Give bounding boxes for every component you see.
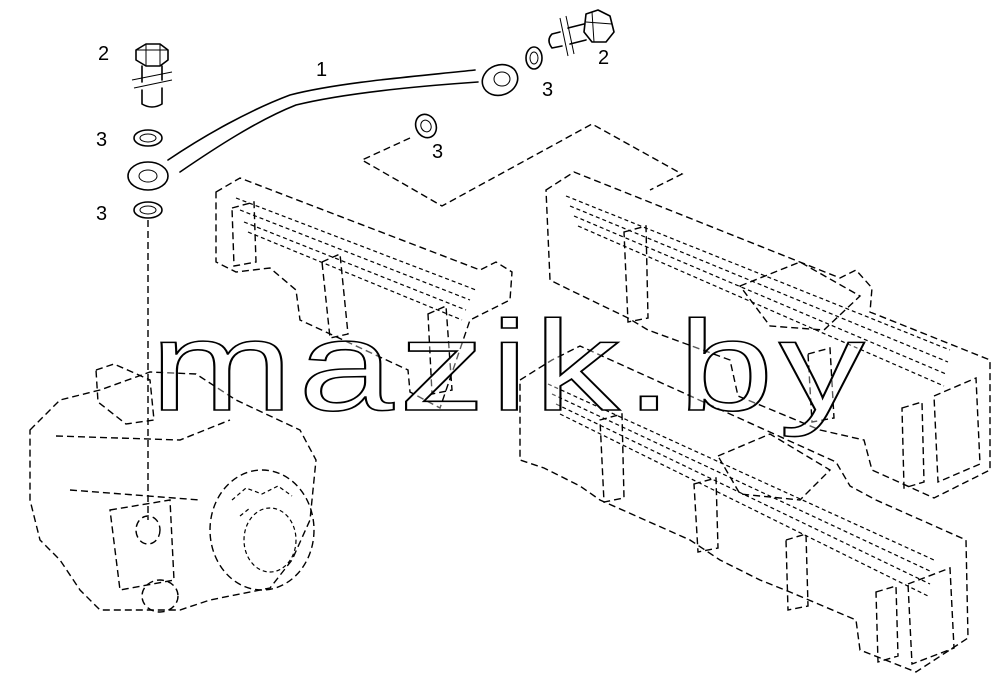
callout-2-right: 2 [598,47,609,69]
assembly-leader-lines [147,123,684,520]
watermark-text: mazik.by [150,295,870,438]
callout-3-mid: 3 [432,141,443,163]
callout-3-left-lower: 3 [96,203,107,225]
oil-pipe [127,63,519,191]
callout-1: 1 [316,59,327,81]
banjo-bolt-right [548,9,615,57]
callout-labels: 1 2 2 3 3 3 3 [96,43,609,225]
sealing-washers [133,46,543,219]
callout-3-top-right: 3 [542,79,553,101]
manifold-assembly [29,171,991,673]
callout-2-left: 2 [98,43,109,65]
callout-3-left-upper: 3 [96,129,107,151]
banjo-bolt-left [131,43,173,108]
